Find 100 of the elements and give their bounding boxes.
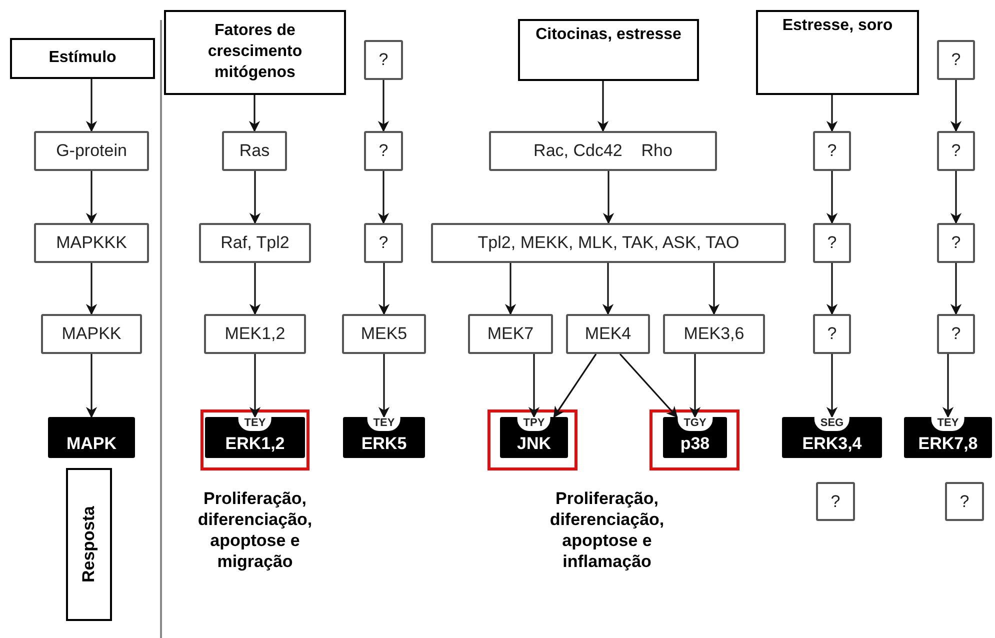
motif-label: TEY (367, 417, 401, 431)
process-box (204, 314, 306, 354)
kinase-box (343, 417, 425, 458)
node-label: Fatores de crescimento mitógenos (206, 21, 304, 83)
motif-label: TGY (678, 417, 712, 431)
node-label: ? (951, 141, 961, 161)
arrow (504, 263, 516, 316)
kinase-box (48, 417, 135, 458)
kinase-name: ERK7,8 (918, 434, 978, 454)
arrow (826, 263, 838, 316)
arrow (950, 171, 962, 224)
node-label: Citocinas, estresse (536, 25, 682, 45)
kinase-box (904, 417, 992, 458)
response-text: Proliferação, diferenciação, apoptose e inflamação (548, 488, 666, 572)
kinase-box (782, 417, 882, 458)
stimulus-box (10, 38, 155, 79)
process-box (813, 131, 851, 171)
motif-label: TPY (517, 417, 551, 431)
node-label: ? (378, 141, 388, 161)
node-label: ? (827, 141, 837, 161)
node-label: ? (951, 324, 961, 344)
kinase-name: p38 (680, 434, 710, 454)
node-label: Resposta (79, 506, 99, 583)
kinase-box (663, 417, 727, 458)
node-label: ? (827, 324, 837, 344)
process-box (813, 314, 851, 354)
node-label: ? (960, 492, 970, 512)
arrow (950, 80, 962, 132)
arrow (619, 353, 678, 418)
motif-label: TEY (931, 417, 965, 431)
arrow (950, 263, 962, 316)
arrow (86, 354, 98, 418)
process-box (364, 131, 403, 171)
kinase-name: JNK (516, 434, 551, 454)
arrow (597, 81, 609, 132)
kinase-box (205, 417, 305, 458)
process-box (663, 314, 765, 354)
arrow (826, 171, 838, 224)
process-box (937, 223, 975, 263)
process-box (342, 314, 426, 354)
arrow (708, 263, 720, 316)
process-box (566, 314, 650, 354)
arrow (826, 354, 838, 418)
arrow (528, 354, 540, 418)
node-label: MAPK (66, 434, 117, 454)
process-box (431, 223, 786, 263)
kinase-name: ERK1,2 (225, 434, 285, 454)
arrow (378, 171, 390, 224)
node-label: Tpl2, MEKK, MLK, TAK, ASK, TAO (478, 233, 740, 253)
stimulus-box (518, 19, 699, 81)
node-label: ? (378, 50, 388, 70)
stimulus-box (756, 10, 919, 95)
node-label: Ras (239, 141, 270, 161)
node-label: MAPKK (62, 324, 122, 344)
arrow (249, 263, 261, 316)
kinase-name: ERK3,4 (802, 434, 862, 454)
arrow (826, 95, 838, 132)
process-box (937, 40, 975, 80)
process-box (364, 40, 403, 80)
node-label: ? (378, 233, 388, 253)
node-label: ? (830, 492, 840, 512)
arrow (248, 95, 260, 132)
process-box (34, 223, 149, 263)
arrow (86, 171, 98, 224)
node-label: MEK5 (360, 324, 408, 344)
process-box (34, 131, 149, 171)
process-box (937, 314, 975, 354)
node-label: ? (951, 50, 961, 70)
arrow (86, 263, 98, 316)
process-box (489, 131, 717, 171)
arrow (249, 171, 261, 224)
process-box (468, 314, 553, 354)
node-label: Estímulo (48, 48, 116, 68)
arrow (249, 354, 261, 418)
motif-label: TEY (238, 417, 272, 431)
arrow (86, 79, 98, 132)
node-label: MEK4 (584, 324, 632, 344)
response-text: Proliferação, diferenciação, apoptose e migração (196, 488, 314, 572)
process-box (937, 131, 975, 171)
process-box (199, 223, 311, 263)
process-box (364, 223, 403, 263)
node-label: Raf, Tpl2 (220, 233, 290, 253)
arrow (378, 80, 390, 132)
arrow (378, 354, 390, 418)
node-label: MEK3,6 (684, 324, 744, 344)
process-box (813, 223, 851, 263)
process-box (816, 482, 855, 521)
motif-label: SEG (814, 417, 850, 431)
node-label: MEK7 (487, 324, 534, 344)
stimulus-box (164, 10, 346, 95)
response-box (66, 468, 112, 621)
node-label: ? (951, 233, 961, 253)
node-label: ? (827, 233, 837, 253)
process-box (222, 131, 287, 171)
arrow (942, 354, 954, 418)
node-label: MEK1,2 (224, 324, 286, 344)
node-label: G-protein (56, 141, 127, 161)
arrow (553, 354, 597, 418)
kinase-name: ERK5 (361, 434, 407, 454)
process-box (945, 482, 984, 521)
